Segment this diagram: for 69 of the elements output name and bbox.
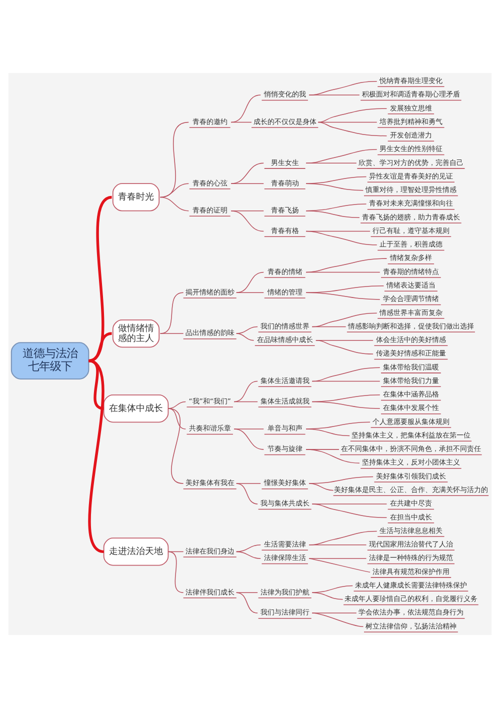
connector — [318, 122, 388, 136]
connector — [306, 183, 364, 191]
connector — [234, 401, 258, 402]
connector — [168, 408, 186, 430]
connector — [230, 162, 264, 184]
connector — [312, 592, 344, 600]
connector — [308, 94, 360, 96]
connector — [306, 149, 378, 164]
connector — [230, 183, 264, 184]
connector — [306, 428, 350, 436]
connector — [160, 122, 190, 198]
connector — [306, 176, 367, 184]
connector — [318, 108, 388, 123]
node-box: 做情绪情感的主人 — [112, 319, 160, 348]
connector — [234, 428, 264, 430]
connector — [308, 80, 378, 96]
connector — [88, 360, 104, 553]
connector — [306, 230, 378, 246]
connector — [312, 612, 364, 628]
connector — [306, 292, 380, 300]
connector — [308, 530, 378, 546]
connector — [308, 483, 334, 491]
connector — [316, 340, 374, 354]
connector — [236, 592, 258, 614]
connector — [236, 272, 264, 294]
connector — [308, 558, 370, 573]
connector — [168, 408, 184, 484]
node-box: 走进法治天地 — [103, 538, 169, 566]
connector — [236, 326, 258, 334]
connector — [88, 196, 112, 362]
connector — [306, 285, 384, 294]
connector — [168, 401, 186, 409]
connector — [236, 544, 261, 552]
connector — [230, 94, 261, 123]
node-box: 道德与法治七年级下 — [10, 342, 90, 380]
connector — [312, 312, 378, 328]
connector — [88, 332, 112, 362]
connector — [234, 428, 264, 450]
node-box: 在集体中成长 — [103, 394, 169, 423]
connector — [312, 504, 388, 518]
connector — [312, 326, 346, 328]
connector — [168, 551, 184, 593]
connector — [306, 449, 360, 464]
connector — [230, 210, 264, 232]
connector — [308, 544, 367, 546]
connector — [312, 585, 353, 593]
connector — [306, 162, 357, 164]
connector — [236, 551, 261, 559]
connector — [312, 380, 380, 382]
connector — [160, 196, 190, 212]
connector — [306, 210, 360, 218]
connector — [236, 483, 258, 504]
connector — [308, 558, 367, 559]
connector — [312, 401, 380, 409]
connector — [236, 483, 261, 484]
node-box: 青春时光 — [112, 183, 160, 212]
connector — [236, 333, 254, 341]
connector — [160, 183, 190, 198]
connector — [236, 292, 264, 294]
connector — [312, 367, 380, 382]
connector — [230, 122, 252, 123]
connector — [160, 333, 184, 334]
connector — [236, 592, 258, 593]
connector — [306, 258, 388, 273]
connector — [160, 292, 184, 334]
connector — [234, 380, 258, 402]
connector — [306, 272, 380, 273]
connector — [312, 612, 357, 614]
connector — [308, 476, 374, 484]
